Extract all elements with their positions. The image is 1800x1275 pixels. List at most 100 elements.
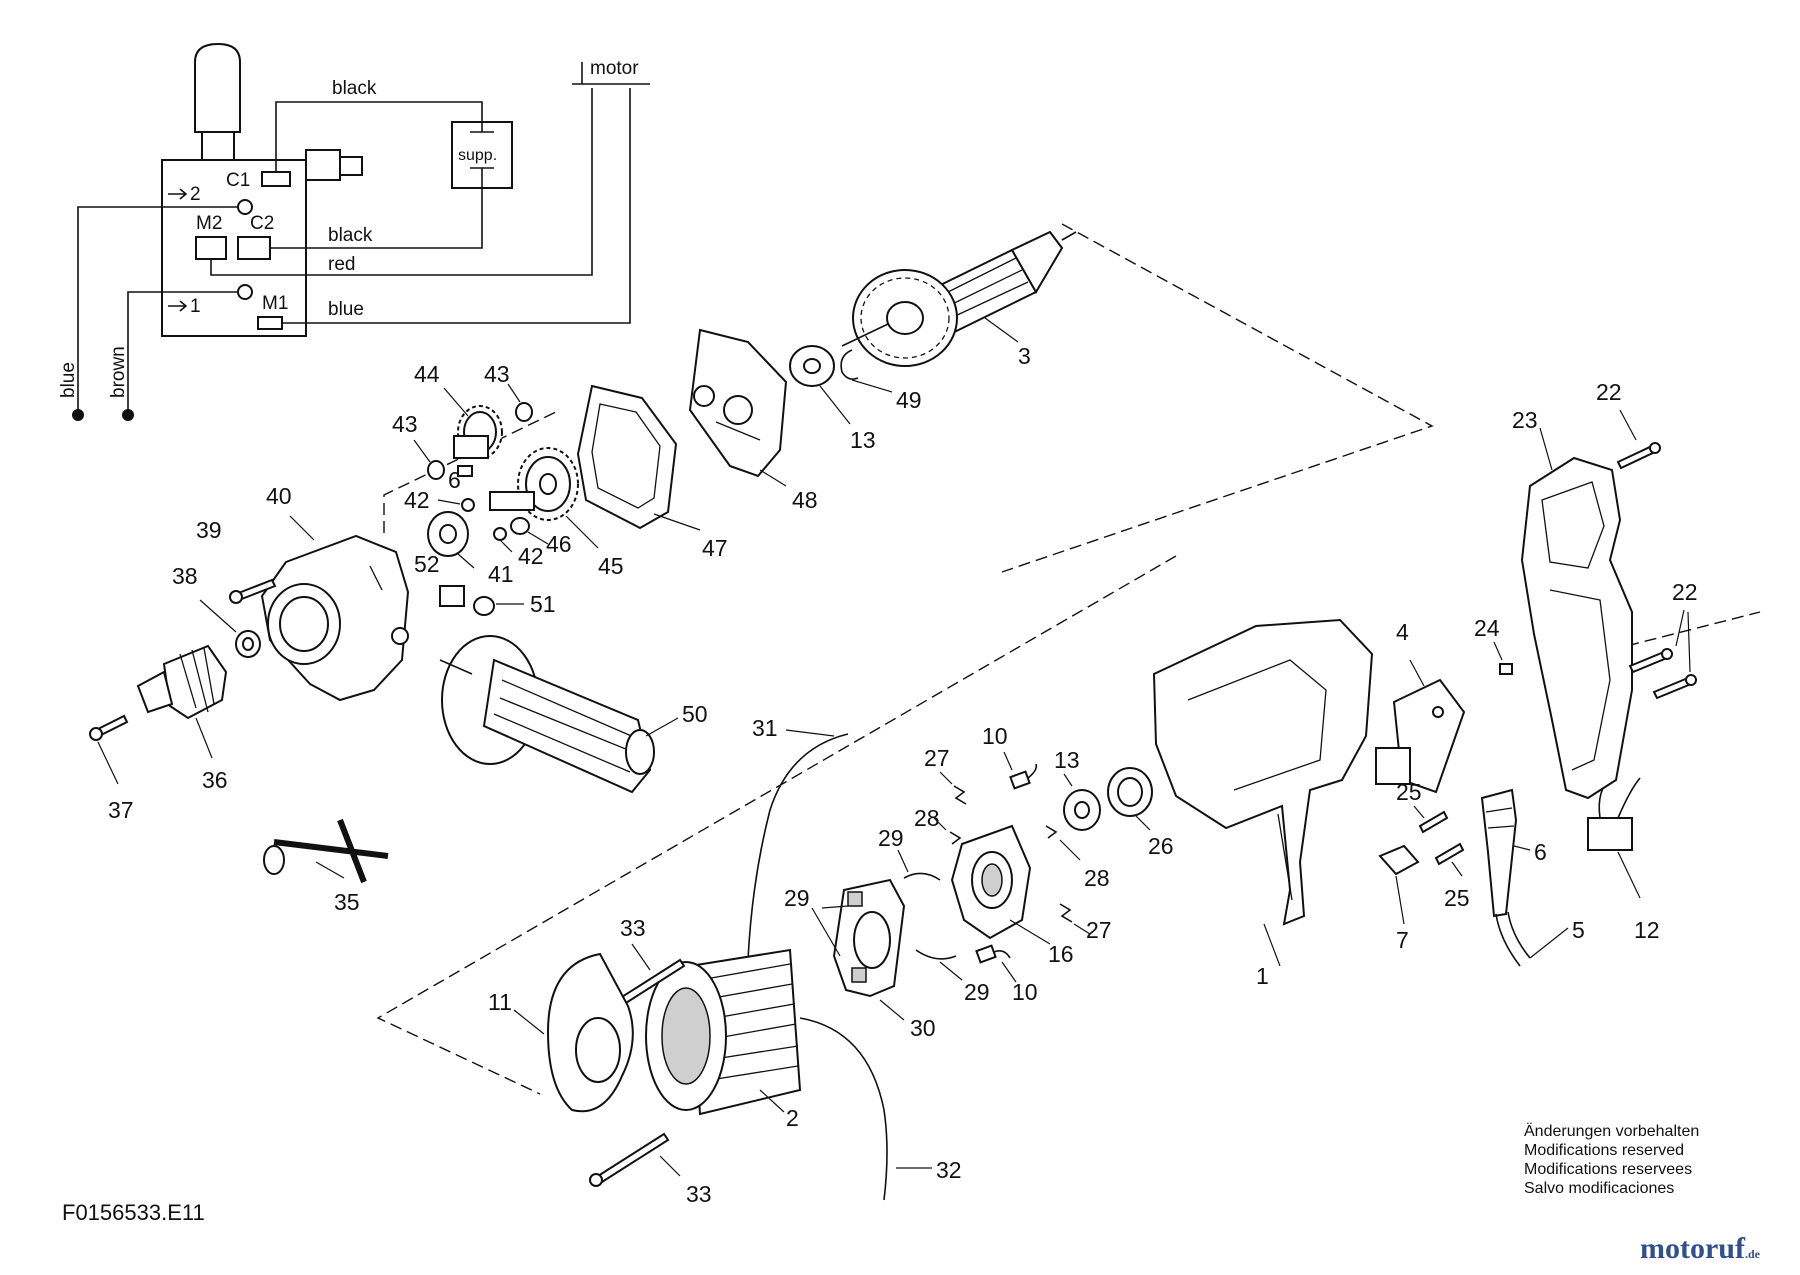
- brush-shunt: [993, 950, 1011, 959]
- part-label: 31: [752, 715, 778, 741]
- part-label: 13: [1054, 747, 1080, 773]
- brush-slot: [847, 891, 863, 907]
- armature-shaft-tip: [1061, 231, 1077, 241]
- gasket-inner: [591, 403, 661, 509]
- circlip: [840, 349, 859, 380]
- part-brush-assembly-16: [950, 824, 1051, 945]
- part-brushes-10: [975, 751, 1038, 983]
- part-key-6: [457, 465, 473, 477]
- stator-axis-line: [376, 555, 1177, 1095]
- part-nut-52: [439, 585, 465, 607]
- leader-38: [199, 599, 237, 633]
- bearing-inner: [439, 524, 457, 544]
- seal: [493, 527, 507, 541]
- label-lead-brown: brown: [108, 346, 129, 398]
- leader-27: [1073, 923, 1091, 935]
- part-label: 25: [1396, 779, 1422, 805]
- label-suppressor: supp.: [458, 147, 497, 164]
- lead-brown: [127, 291, 238, 412]
- pin: [1499, 663, 1513, 675]
- part-label: 27: [1086, 917, 1112, 943]
- part-number-labels: 3 13 49 48 47 44 43 43 6 42 42 46 45 41 …: [108, 343, 1698, 1207]
- nut: [439, 585, 465, 607]
- label-motor: motor: [590, 58, 639, 79]
- motor-housing-grip-edge: [1277, 813, 1293, 901]
- part-label: 48: [792, 487, 818, 513]
- part-label: 16: [1048, 941, 1074, 967]
- handle-shell: [1520, 456, 1633, 800]
- part-cable-clamp-7: [1378, 844, 1420, 925]
- leader-22: [1675, 609, 1685, 647]
- armature-fan-hub: [886, 301, 924, 335]
- leader-36: [195, 717, 213, 759]
- part-label: 33: [686, 1181, 712, 1207]
- leader-13: [1063, 773, 1073, 787]
- part-label: 49: [896, 387, 922, 413]
- leader-29: [821, 905, 849, 909]
- part-label: 11: [488, 989, 512, 1015]
- part-label: 1: [1256, 963, 1269, 989]
- switch-lock-cap: [339, 156, 363, 176]
- part-label: 46: [546, 531, 572, 557]
- lead-brown-end: [122, 409, 134, 421]
- part-label: 44: [414, 361, 440, 387]
- notice-line: Modifications reserved: [1524, 1142, 1684, 1159]
- spacer: [510, 517, 530, 535]
- brush-holder-ring: [853, 911, 891, 969]
- leader-50: [645, 717, 679, 737]
- gear-housing-rib: [369, 565, 383, 591]
- leader-29: [897, 849, 909, 873]
- terminal-post-2: [237, 199, 253, 215]
- diagram-code: F0156533.E11: [62, 1200, 205, 1225]
- part-bearing-13-lower: [1063, 773, 1101, 831]
- part-springs-28: [933, 817, 1081, 861]
- screw-head: [1661, 648, 1673, 660]
- part-label: 32: [936, 1157, 962, 1183]
- leader-7: [1395, 875, 1405, 925]
- part-label: 22: [1672, 579, 1698, 605]
- lead-blue-end: [72, 409, 84, 421]
- chuck-key-handle: [337, 818, 367, 884]
- brush-assembly-hub: [981, 863, 1003, 897]
- part-label: 12: [1634, 917, 1660, 943]
- part-chuck-key-35: [263, 818, 389, 884]
- seal: [461, 498, 475, 512]
- label-wire-blue: blue: [328, 299, 364, 320]
- part-label: 5: [1572, 917, 1585, 943]
- terminal-m1: [257, 316, 283, 330]
- side-handle-ridges: [493, 679, 639, 773]
- terminal-c2: [237, 236, 271, 260]
- leader-16: [1009, 919, 1051, 945]
- gear-45-shaft: [489, 491, 535, 511]
- screw-head: [89, 727, 103, 741]
- label-wire-red: red: [328, 254, 355, 275]
- side-handle-grip: [482, 658, 652, 794]
- part-label: 30: [910, 1015, 936, 1041]
- chuck-key-gear: [263, 845, 285, 875]
- part-label: 35: [334, 889, 360, 915]
- part-washer-51: [473, 596, 524, 616]
- part-armature: [841, 230, 1077, 367]
- side-handle-bolt: [439, 659, 473, 675]
- key: [457, 465, 473, 477]
- part-springs-27: [939, 771, 1091, 935]
- suppressor-capacitor: [1587, 817, 1633, 851]
- leader-29: [939, 961, 963, 981]
- chuck-key-shaft: [273, 839, 389, 859]
- part-clips-29: [811, 849, 963, 981]
- part-label: 22: [1596, 379, 1622, 405]
- terminal-c1: [261, 171, 291, 187]
- stator-lead: [799, 1017, 888, 1201]
- armature-commutator: [1010, 230, 1064, 294]
- part-washer-43: [413, 383, 533, 480]
- label-terminal-c2: C2: [250, 213, 274, 234]
- leader-24: [1493, 641, 1503, 661]
- leader-23: [1539, 427, 1553, 471]
- part-label: 4: [1396, 619, 1409, 645]
- gear-45-hub: [539, 473, 557, 495]
- chuck-knurl: [179, 647, 215, 713]
- handle-shell-inner: [1549, 589, 1611, 771]
- spring: [1045, 825, 1058, 839]
